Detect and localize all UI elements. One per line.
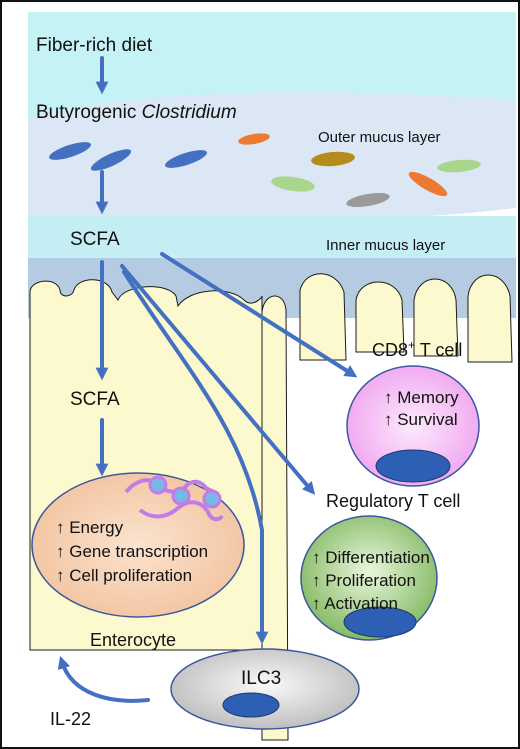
arrows (57, 56, 358, 703)
commensal-bacterium (346, 192, 390, 208)
commensal-bacterium (238, 133, 270, 145)
cd8-t-cell (346, 365, 480, 487)
il22-label: IL-22 (50, 709, 91, 729)
cd8-effect-memory: ↑ Memory (384, 388, 459, 407)
butyrogenic-label: Butyrogenic Clostridium (36, 102, 237, 123)
commensal-bacterium (408, 171, 448, 197)
clostridium-bacterium (48, 142, 92, 160)
bacteria-group (48, 133, 481, 208)
cd8-superscript: + (408, 338, 415, 352)
cd8-label: CD8+ T cell (372, 338, 462, 360)
inner-mucus-layer (28, 216, 516, 262)
regulatory-t-cell (300, 515, 438, 641)
arrow-scfa-to-cd8 (160, 252, 358, 378)
fiber-diet-label: Fiber-rich diet (36, 35, 153, 56)
cd8-base: CD8 (372, 340, 408, 360)
outer-mucus-label: Outer mucus layer (318, 129, 441, 146)
treg-label: Regulatory T cell (326, 491, 460, 511)
ilc3-cell (170, 648, 360, 730)
cd8-effect-survival: ↑ Survival (384, 410, 458, 429)
commensal-bacterium (311, 151, 355, 167)
arrow-ilc3-to-enterocyte (57, 655, 150, 703)
arrow-scfa-to-treg (120, 264, 316, 495)
inner-mucus-label: Inner mucus layer (326, 237, 445, 254)
commensal-bacterium (437, 159, 481, 173)
butyrogenic-prefix: Butyrogenic (36, 102, 142, 123)
treg-nucleus (343, 606, 417, 638)
clostridium-bacterium (90, 149, 132, 171)
dna-icon (124, 475, 224, 522)
enterocyte-label: Enterocyte (90, 630, 176, 650)
ilc3-nucleus (222, 692, 280, 718)
clostridium-genus: Clostridium (142, 102, 237, 123)
treg-effect-differentiation: ↑ Differentiation (312, 548, 430, 567)
treg-effect-proliferation: ↑ Proliferation (312, 571, 416, 590)
cd8-rest: T cell (415, 340, 462, 360)
commensal-bacterium (271, 176, 315, 192)
enterocyte-effect-energy: ↑ Energy (56, 518, 124, 537)
cd8-nucleus (375, 449, 451, 483)
scfa-cell-label: SCFA (70, 389, 120, 410)
villus (467, 274, 513, 363)
ilc3-label: ILC3 (241, 668, 281, 689)
villus (299, 273, 347, 361)
treg-effect-activation: ↑ Activation (312, 594, 398, 613)
enterocyte-nucleus (31, 472, 245, 618)
enterocyte-effect-proliferation: ↑ Cell proliferation (56, 566, 192, 585)
villus (413, 278, 459, 357)
scfa-top-label: SCFA (70, 229, 120, 250)
outer-mucus-layer (28, 92, 516, 224)
clostridium-bacterium (164, 150, 208, 168)
arrow-scfa-to-ilc3 (122, 270, 269, 645)
enterocyte-effect-transcription: ↑ Gene transcription (56, 542, 208, 561)
villus (355, 281, 405, 353)
